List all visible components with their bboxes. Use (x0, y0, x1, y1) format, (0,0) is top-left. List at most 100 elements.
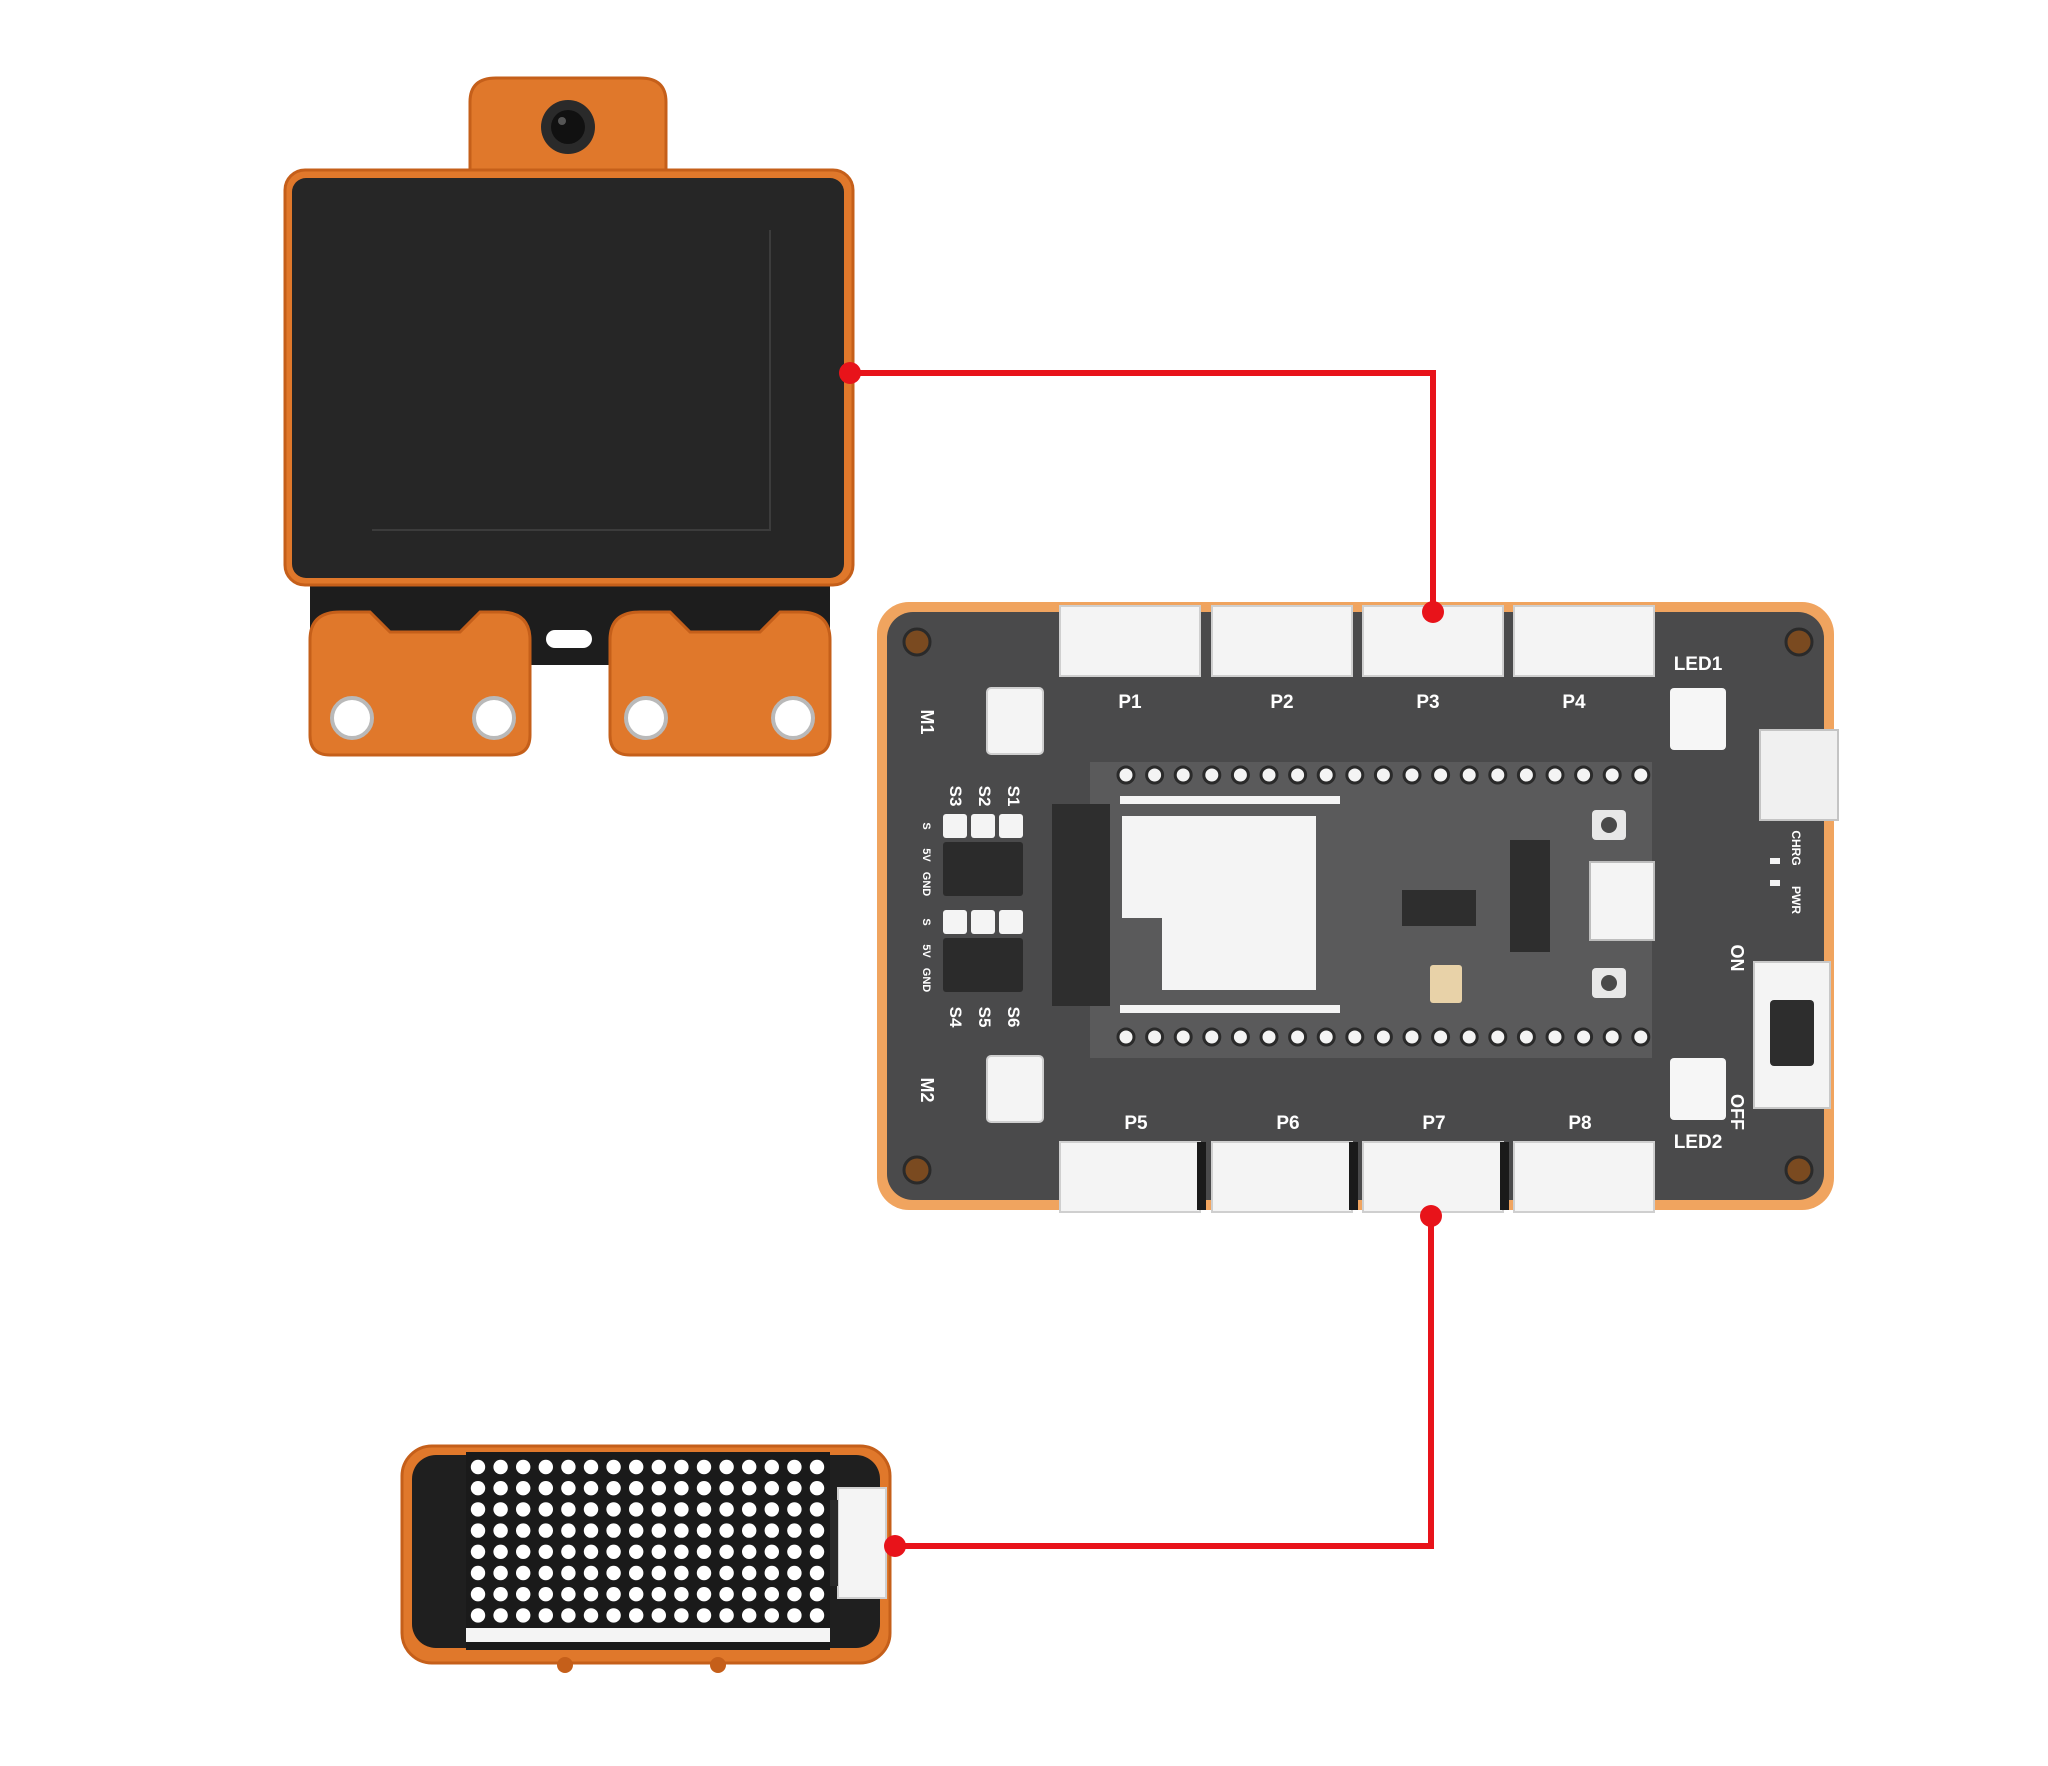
port-connector-p7[interactable] (1362, 1141, 1504, 1213)
matrix-led-dot (629, 1523, 644, 1538)
matrix-led-dot (629, 1565, 644, 1581)
matrix-led-dot (538, 1544, 553, 1560)
header-pin (1202, 1027, 1222, 1047)
port-connector-p5[interactable] (1059, 1141, 1201, 1213)
servo-label-s6: S6 (1004, 1007, 1023, 1028)
micro-usb-port[interactable] (1589, 861, 1655, 941)
usb-c-port[interactable] (1759, 729, 1839, 821)
servo-header-top[interactable] (943, 814, 1023, 896)
esp32-module (1052, 762, 1655, 1058)
switch-on-label: ON (1727, 945, 1747, 972)
matrix-led-dot (493, 1502, 508, 1517)
header-pin (1488, 765, 1508, 785)
header-pin (1431, 1027, 1451, 1047)
header-pin (1602, 1027, 1622, 1047)
matrix-led-dot (516, 1565, 531, 1581)
led-matrix-port[interactable] (837, 1487, 887, 1599)
header-pin (1345, 1027, 1365, 1047)
matrix-led-dot (493, 1481, 508, 1496)
matrix-led-dot (674, 1565, 689, 1581)
header-pin (1459, 765, 1479, 785)
matrix-led-dot (629, 1544, 644, 1560)
matrix-led-dot (696, 1608, 712, 1623)
header-pin (1545, 1027, 1565, 1047)
header-pin (1373, 1027, 1393, 1047)
matrix-led-dot (629, 1587, 644, 1602)
power-switch-knob[interactable] (1770, 1000, 1814, 1066)
matrix-led-dot (538, 1608, 553, 1623)
bracket-slot (546, 630, 592, 648)
matrix-led-dot (809, 1502, 825, 1517)
matrix-led-dot (516, 1459, 531, 1475)
port-connector-p1[interactable] (1059, 605, 1201, 677)
matrix-led-dot (470, 1481, 486, 1496)
matrix-led-dot (787, 1608, 802, 1623)
matrix-led-dot (561, 1608, 576, 1623)
matrix-led-dot (742, 1608, 757, 1623)
port-connector-p2[interactable] (1211, 605, 1353, 677)
servo-pin-label-gnd: GND (920, 968, 932, 993)
header-pin (1516, 765, 1536, 785)
header-pin (1288, 765, 1308, 785)
matrix-led-dot (583, 1608, 599, 1623)
matrix-led-dot (606, 1565, 621, 1581)
motor-port-m2[interactable] (986, 1055, 1044, 1123)
matrix-led-dot (787, 1523, 802, 1538)
port-connector-p4[interactable] (1513, 605, 1655, 677)
usb-uart-chip (1510, 840, 1550, 952)
header-pin (1345, 765, 1365, 785)
matrix-led-dot (606, 1587, 621, 1602)
matrix-led-dot (516, 1608, 531, 1623)
matrix-led-dot (561, 1502, 576, 1517)
matrix-led-dot (470, 1587, 486, 1602)
header-pin (1173, 765, 1193, 785)
matrix-led-dot (538, 1523, 553, 1538)
motor-label-m2: M2 (917, 1077, 937, 1102)
motor-label-m1: M1 (917, 709, 937, 734)
wire-endpoint-dot (839, 362, 861, 384)
port-label-p6: P6 (1276, 1113, 1299, 1134)
matrix-led-dot (787, 1587, 802, 1602)
servo-pin-label-s: S (920, 918, 932, 925)
matrix-led-dot (764, 1523, 779, 1538)
matrix-led-dot (696, 1502, 712, 1517)
matrix-led-dot (516, 1502, 531, 1517)
crystal (1430, 965, 1462, 1003)
port-connector-p6[interactable] (1211, 1141, 1353, 1213)
matrix-led-dot (674, 1608, 689, 1623)
header-pins-top (1116, 765, 1651, 785)
matrix-led-dot (583, 1587, 599, 1602)
port-connector-p8[interactable] (1513, 1141, 1655, 1213)
header-pin (1631, 765, 1651, 785)
wire-camera-to-p3 (850, 370, 1436, 612)
header-pin (1545, 765, 1565, 785)
matrix-led-dot (764, 1608, 779, 1623)
matrix-led-dot (583, 1502, 599, 1517)
header-pin (1316, 765, 1336, 785)
header-pin (1145, 765, 1165, 785)
servo-pin-label-5v: 5V (920, 848, 932, 862)
matrix-led-dot (629, 1502, 644, 1517)
matrix-led-dot (538, 1587, 553, 1602)
matrix-led-dot (651, 1544, 666, 1560)
matrix-led-dot (651, 1459, 666, 1475)
header-pin (1316, 1027, 1336, 1047)
servo-header-bottom[interactable] (943, 910, 1023, 992)
header-pin (1631, 1027, 1651, 1047)
matrix-led-dot (719, 1459, 734, 1475)
matrix-led-dot (719, 1587, 734, 1602)
matrix-led-dot (561, 1523, 576, 1538)
matrix-led-dot (651, 1502, 666, 1517)
matrix-led-dot (629, 1608, 644, 1623)
matrix-led-dot (674, 1502, 689, 1517)
matrix-led-dot (538, 1565, 553, 1581)
corner-hole-icon (1784, 627, 1814, 657)
matrix-led-dot (606, 1481, 621, 1496)
header-pin (1402, 765, 1422, 785)
motor-port-m1[interactable] (986, 687, 1044, 755)
port-label-p7: P7 (1422, 1113, 1445, 1134)
matrix-led-dot (696, 1459, 712, 1475)
matrix-led-dot (742, 1587, 757, 1602)
matrix-led-dot (742, 1544, 757, 1560)
header-pin (1116, 1027, 1136, 1047)
